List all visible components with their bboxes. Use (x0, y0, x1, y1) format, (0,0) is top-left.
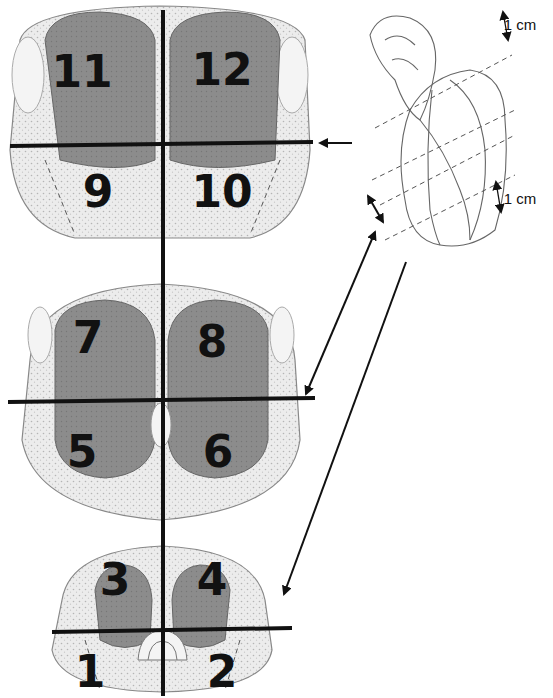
dimension-label: 1 cm (504, 191, 537, 206)
zone-number: 9 (83, 170, 114, 214)
zone-number: 4 (197, 558, 228, 602)
zone-number: 6 (203, 430, 234, 474)
zone-number: 3 (100, 558, 131, 602)
zone-number: 1 (75, 650, 106, 694)
dimension-label: 1 cm (504, 17, 537, 32)
zone-number: 7 (73, 316, 104, 360)
zone-number: 11 (51, 50, 112, 94)
zone-number: 12 (191, 48, 252, 92)
zone-number: 2 (207, 650, 238, 694)
zone-number: 8 (197, 320, 228, 364)
zone-number: 5 (67, 430, 98, 474)
zone-number: 10 (191, 170, 252, 214)
